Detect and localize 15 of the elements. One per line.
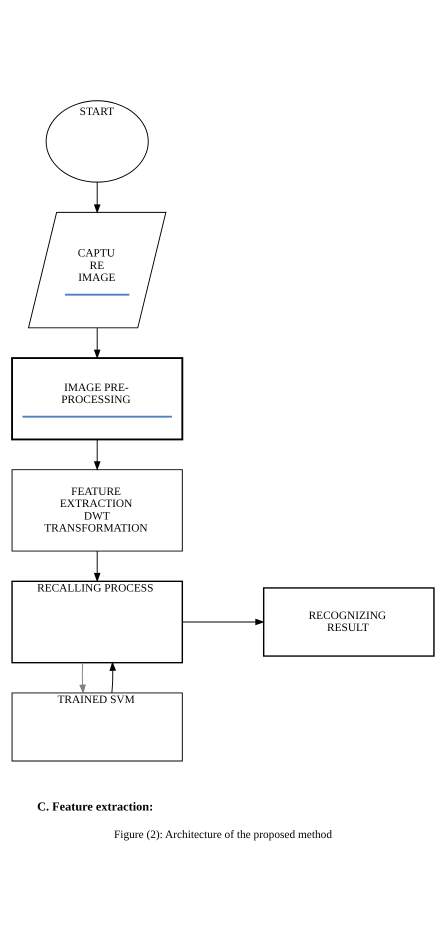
caption: Figure (2): Architecture of the proposed method — [114, 829, 332, 842]
node-box: TRAINED SVM — [12, 692, 183, 762]
node-box: RECALLING PROCESS — [11, 580, 184, 664]
arrow — [94, 182, 100, 214]
arrow — [94, 328, 100, 360]
node-ellipse: START — [46, 100, 149, 183]
arrow — [109, 661, 116, 694]
arrow — [79, 662, 86, 694]
arrow — [94, 439, 100, 471]
arrow — [182, 618, 265, 626]
node-box: IMAGE PRE- PROCESSING — [11, 357, 184, 440]
node-box: FEATURE EXTRACTION DWT TRANSFORMATION — [12, 469, 183, 552]
node-box: RECOGNIZING RESULT — [262, 587, 435, 657]
arrow — [94, 550, 100, 582]
label: C. Feature extraction: — [37, 800, 154, 814]
